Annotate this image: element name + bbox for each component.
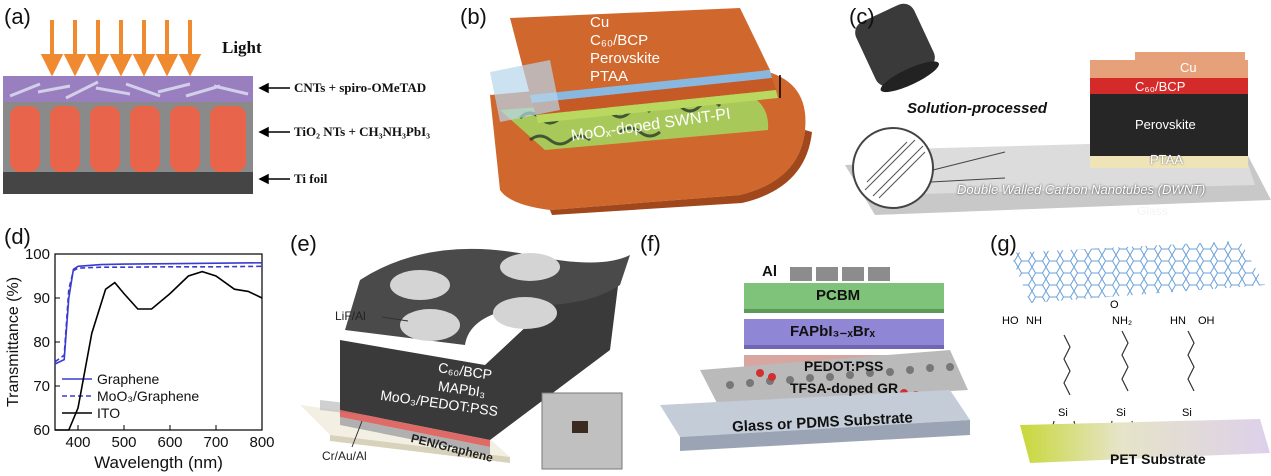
- legend-label-2: ITO: [97, 405, 120, 421]
- b-layer-perovskite: Perovskite: [590, 50, 661, 67]
- y-tick-label: 80: [33, 334, 50, 351]
- c-substrate-label: Glass: [1137, 204, 1168, 218]
- panel-b-illustration: [490, 8, 812, 215]
- g-group-oh: OH: [1198, 315, 1215, 327]
- f-layer-graphene: TFSA-doped GR: [790, 380, 899, 396]
- g-group-nh2: NH₂: [1112, 315, 1133, 327]
- legend-label-1: MoO₃/Graphene: [97, 388, 199, 404]
- panel-c: (c) Solution-processed Cu C₆₀/BCP Perovs…: [845, 0, 1271, 225]
- x-tick-label: 400: [65, 434, 90, 451]
- panel-c-label: (c): [849, 4, 875, 29]
- g-group-nh: NH: [1026, 315, 1042, 327]
- g-si-2: Si: [1116, 407, 1126, 419]
- c-layer-perovskite: Perovskite: [1135, 117, 1196, 132]
- c-layer-ptaa: PTAA: [1150, 152, 1183, 167]
- panel-g-label: (g): [990, 231, 1017, 256]
- layer-ti-foil: Ti foil: [294, 171, 328, 186]
- y-tick-label: 100: [25, 246, 50, 263]
- b-layer-cu: Cu: [590, 14, 610, 31]
- g-substrate: PET Substrate: [1110, 451, 1206, 467]
- panel-f-illustration: [660, 267, 970, 451]
- c-layer-cu: Cu: [1180, 60, 1197, 75]
- g-group-ho: HO: [1002, 315, 1019, 327]
- series-line-2: [55, 270, 263, 431]
- f-layer-pedot: PEDOT:PSS: [804, 358, 884, 374]
- layer-cnt-spiro: CNTs + spiro-OMeTAD: [294, 80, 427, 95]
- panel-f: (f) Al PCBM FAPbI₃₋ₓBrₓ PEDOT:PSS TFSA-d…: [640, 225, 980, 476]
- y-tick-label: 90: [33, 290, 50, 307]
- x-tick-label: 800: [249, 434, 274, 451]
- panel-a-label: (a): [4, 4, 31, 29]
- series-line-1: [54, 265, 263, 363]
- g-si-1: Si: [1058, 407, 1068, 419]
- panel-g-illustration: [1010, 241, 1270, 463]
- panel-a-illustration: [3, 20, 290, 194]
- panel-g: (g) HO NH O NH₂ HN OH Si Si Si PET Subst…: [990, 225, 1271, 476]
- x-tick-label: 600: [157, 434, 182, 451]
- f-layer-pcbm: PCBM: [816, 287, 861, 304]
- c-process-label: Solution-processed: [907, 100, 1048, 117]
- g-group-o: O: [1110, 299, 1119, 311]
- y-tick-label: 70: [33, 378, 50, 395]
- light-label: Light: [222, 38, 262, 57]
- f-layer-perovskite: FAPbI₃₋ₓBrₓ: [790, 323, 876, 340]
- panel-c-illustration: [845, 3, 1271, 215]
- legend-label-0: Graphene: [97, 371, 159, 387]
- e-bottom-contact: Cr/Au/Al: [322, 449, 367, 463]
- x-axis-label: Wavelength (nm): [94, 453, 223, 472]
- c-electrode-label: Double Walled Carbon Nanotubes (DWNT): [957, 182, 1206, 197]
- x-tick-label: 500: [111, 434, 136, 451]
- panel-a: (a) Light CNTs + spiro-OMeTAD TiO₂ NTs +…: [0, 0, 435, 200]
- panel-b-label: (b): [460, 4, 487, 29]
- e-top-contact: LiF/Al: [335, 309, 366, 323]
- light-arrows: [40, 20, 202, 77]
- panel-e: (e) LiF/Al C₆₀/BCP MAPbI₃ MoO₃/PEDOT:PSS…: [290, 225, 630, 476]
- x-tick-label: 700: [203, 434, 228, 451]
- b-layer-ptaa: PTAA: [590, 68, 629, 85]
- panel-e-illustration: [300, 248, 630, 470]
- b-layer-c60-bcp: C₆₀/BCP: [590, 32, 649, 49]
- y-axis-label: Transmittance (%): [5, 277, 22, 407]
- panel-d-label: (d): [4, 224, 31, 249]
- panel-f-label: (f): [640, 231, 661, 256]
- panel-b: (b) Cu C₆₀/BCP Perovskite PTAA MoOₓ-dope…: [440, 0, 845, 215]
- panel-e-label: (e): [290, 231, 317, 256]
- series-line-0: [54, 262, 263, 365]
- f-layer-al: Al: [762, 263, 777, 280]
- y-tick-label: 60: [33, 422, 50, 439]
- g-group-hn: HN: [1170, 315, 1186, 327]
- g-si-3: Si: [1182, 407, 1192, 419]
- c-layer-c60-bcp: C₆₀/BCP: [1135, 79, 1186, 94]
- layer-tio2-perovskite: TiO₂ NTs + CH₃NH₃PbI₃: [294, 124, 431, 139]
